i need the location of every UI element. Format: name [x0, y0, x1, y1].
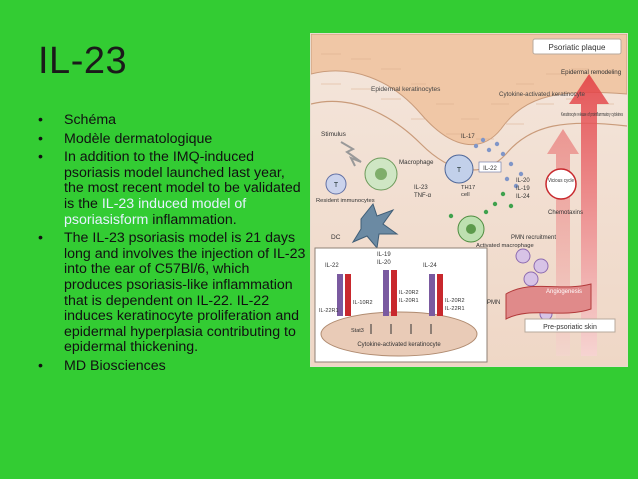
- bullet-item: • MD Biosciences: [38, 357, 308, 375]
- lightning-icon: [340, 141, 362, 167]
- resident-immunocytes-label: Resident immunocytes: [316, 198, 375, 204]
- inset-il19-label: IL-19: [377, 252, 391, 258]
- slide-title: IL-23: [38, 40, 128, 82]
- angiogenesis-label: Angiogenesis: [546, 289, 582, 295]
- il10r2-label: IL-10R2: [353, 300, 373, 306]
- activated-macrophage-nucleus: [466, 224, 476, 234]
- il22-label: IL-22: [483, 166, 497, 172]
- bullet-text: Modèle dermatologique: [64, 130, 213, 147]
- t-cell-letter: T: [334, 182, 339, 189]
- il20r2-receptor-b: [429, 274, 435, 316]
- il20r1-label: IL-20R1: [399, 298, 419, 304]
- keratinocyte-release-label: Keratinocyte release of proinflammatory …: [561, 112, 623, 118]
- progression-arrow: [569, 74, 609, 356]
- macrophage-nucleus: [375, 168, 387, 180]
- bullet-dot: •: [38, 149, 43, 166]
- th17-cell: [444, 154, 474, 184]
- activated-macrophage-label: Activated macrophage: [476, 243, 534, 249]
- il23-model-link[interactable]: IL-23 induced model of psoriasisform: [64, 195, 247, 228]
- bullet-list: • Schéma • Modèle dermatologique • In addit…: [38, 112, 308, 378]
- dc-label: DC: [331, 234, 341, 241]
- progression-arrow-secondary: [547, 129, 579, 356]
- bullet-text: MD Biosciences: [64, 357, 166, 374]
- inset-il22-label: IL-22: [325, 263, 339, 269]
- th17-label: TH17: [461, 185, 475, 191]
- resident-t-cell: [325, 173, 347, 195]
- il19-label: IL-19: [516, 186, 530, 192]
- label-box: [524, 318, 616, 333]
- vicious-cycle-icon: [545, 168, 577, 200]
- diagram-svg: Psoriatic plaque Epidermal keratinocytes…: [311, 34, 627, 366]
- il17-label: IL-17: [461, 134, 475, 140]
- il22r1-receptor: [345, 274, 351, 316]
- inset-il20-label: IL-20: [377, 260, 391, 266]
- il22r1-label: IL-22R1: [319, 308, 339, 314]
- il20r2b-label: IL-20R2: [445, 298, 465, 304]
- bullet-item: • The IL-23 psoriasis model is 21 days lo…: [38, 230, 308, 356]
- stimulus-label: Stimulus: [321, 131, 347, 138]
- epidermal-keratinocytes-label: Epidermal keratinocytes: [371, 86, 441, 93]
- cytokine-keratinocyte-label: Cytokine-activated keratinocyte: [499, 91, 586, 98]
- bullet-text-tail: inflammation.: [148, 211, 237, 228]
- stat3-label: Stat3: [351, 328, 364, 334]
- epidermal-remodeling-label: Epidermal remodeling: [561, 69, 622, 76]
- il22-box: [478, 161, 502, 173]
- chemotaxins-label: Chemotaxins: [548, 210, 583, 216]
- bullet-dot: •: [38, 357, 43, 374]
- bullet-text: In addition to the IMQ-induced psoriasis…: [64, 149, 301, 212]
- il20-label: IL-20: [516, 178, 530, 184]
- il24-label: IL-24: [516, 194, 530, 200]
- il22r1b-label: IL-22R1: [445, 306, 465, 312]
- il10r2-receptor: [337, 274, 343, 316]
- blood-vessel: [505, 283, 592, 320]
- inset-il24-label: IL-24: [423, 263, 437, 269]
- label-box: [532, 38, 622, 55]
- green-cytokine-dots: [448, 191, 514, 219]
- dendritic-cell: [351, 202, 399, 250]
- bullet-dot: •: [38, 112, 43, 128]
- th17-cell-letter: T: [457, 167, 462, 174]
- bullet-item: • In addition to the IMQ-induced psoriasi…: [38, 149, 308, 228]
- bullet-text: Schéma: [64, 112, 117, 128]
- psoriatic-plaque-label: Psoriatic plaque: [549, 43, 606, 52]
- bullet-dot: •: [38, 130, 43, 147]
- pre-psoriatic-skin-label: Pre-psoriatic skin: [543, 324, 597, 331]
- bullet-item: • Schéma: [38, 112, 308, 129]
- tnf-label: TNF-α: [414, 193, 432, 199]
- cytokine-dots: [473, 137, 524, 189]
- il20r2-receptor: [383, 270, 389, 316]
- signal-arrows: [370, 324, 432, 334]
- pmn-recruitment-label: PMN recruitment: [511, 235, 556, 241]
- bullet-text: The IL-23 psoriasis model is 21 days lon…: [64, 230, 306, 356]
- pmn-label: PMN: [487, 300, 500, 306]
- bullet-item: • Modèle dermatologique: [38, 130, 308, 148]
- il20r1-receptor: [391, 270, 397, 316]
- vicious-label: Vicious cycle: [548, 178, 574, 184]
- il22r1-receptor-b: [437, 274, 443, 316]
- keratinocyte-membrane: [320, 311, 478, 357]
- bullet-dot: •: [38, 230, 43, 247]
- th17-cell-label: cell: [461, 192, 470, 198]
- macrophage-label: Macrophage: [399, 159, 434, 166]
- inset-cytokine-activated-label: Cytokine-activated keratinocyte: [357, 342, 441, 348]
- psoriasis-diagram: Psoriatic plaque Epidermal keratinocytes…: [310, 33, 628, 367]
- il20r2-label: IL-20R2: [399, 290, 419, 296]
- il23-label: IL-23: [414, 185, 428, 191]
